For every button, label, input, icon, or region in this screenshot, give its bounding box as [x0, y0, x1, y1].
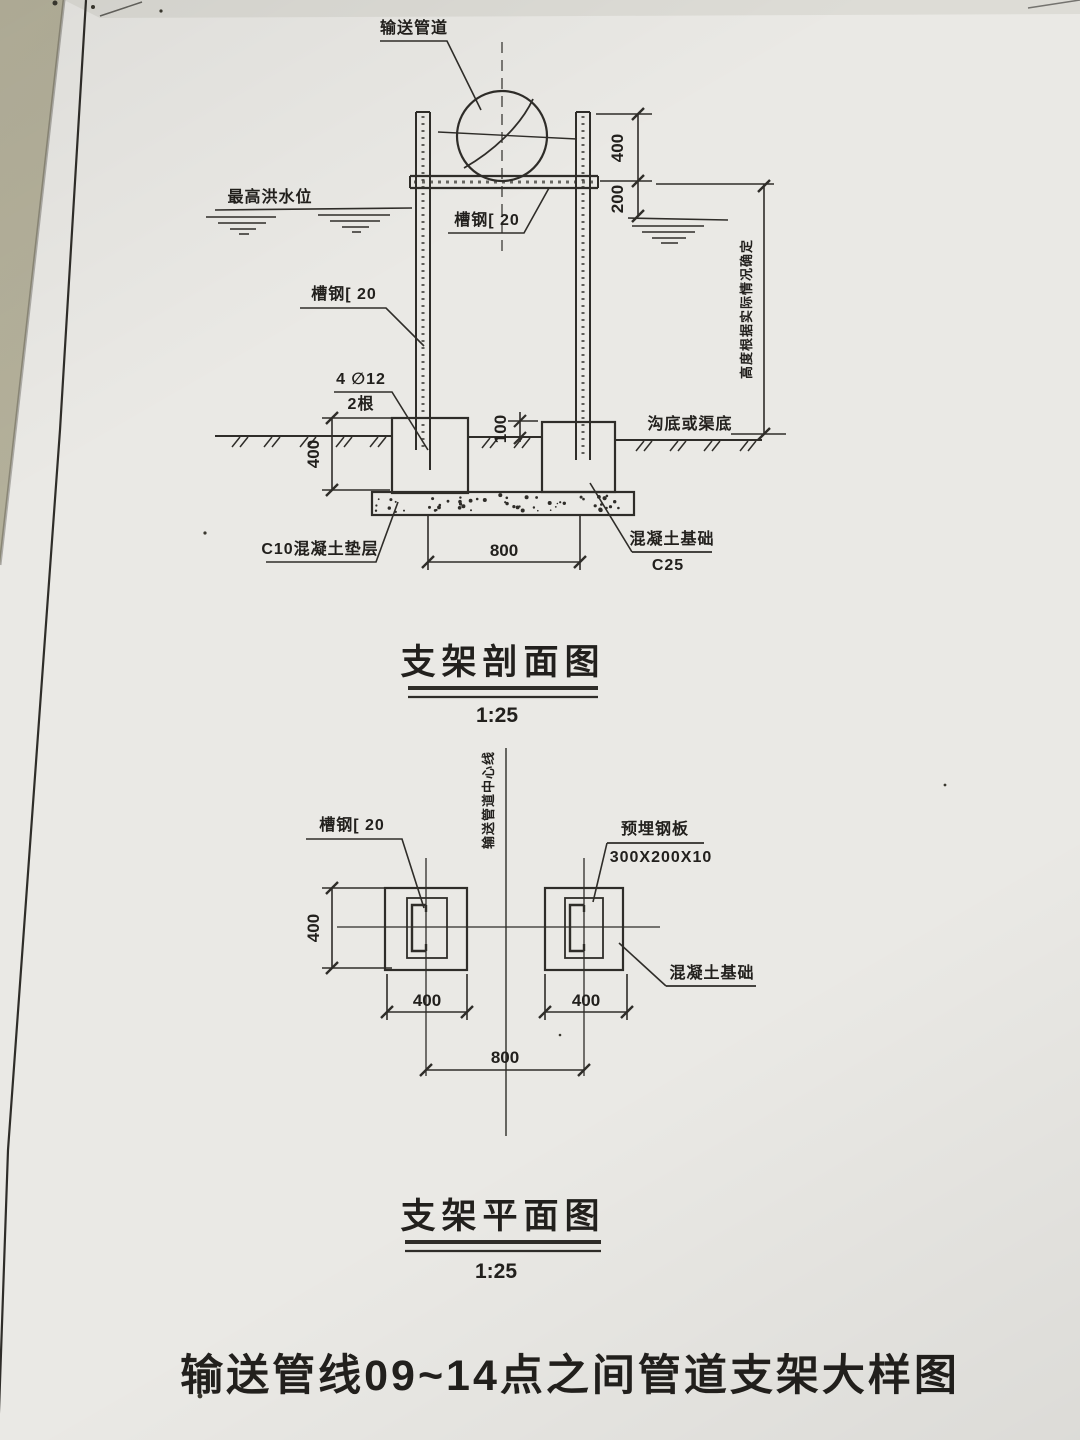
water-hatch-right	[632, 225, 704, 244]
plan-channel-text: 槽钢[ 20	[319, 815, 385, 834]
cross-beam	[409, 174, 599, 190]
plan-channel-label: 槽钢[ 20	[306, 815, 425, 909]
plan-dim-400-left	[322, 881, 392, 975]
plan-right-footing	[543, 886, 625, 972]
plan-foundation-label: 混凝土基础	[618, 942, 756, 987]
water-line-right	[627, 217, 729, 221]
plan-dim-400-bottom	[380, 974, 634, 1020]
flood-level: 最高洪水位	[206, 187, 729, 244]
right-channel-section	[568, 903, 586, 953]
beam-channel-leader	[448, 187, 550, 234]
plan-scale: 1:25	[475, 1260, 517, 1283]
sheet-border	[0, 0, 88, 1414]
rebar-count-text: 2根	[348, 394, 375, 413]
beam-channel-label: 槽钢[ 20	[448, 187, 550, 234]
foundation-text: 混凝土基础	[629, 529, 714, 548]
dim-embed-400	[322, 411, 392, 497]
dim-800-section	[421, 516, 587, 570]
cushion-label: C10混凝土垫层	[261, 501, 399, 563]
plate-label: 预埋钢板 300X200X10	[592, 819, 713, 903]
foundation-grade-label: 混凝土基础 C25	[589, 482, 714, 574]
plan-title-block: 支架平面图 1:25	[400, 1197, 605, 1283]
rebar-text: 4 ∅12	[336, 371, 386, 388]
water-hatch-left	[206, 214, 390, 235]
main-title: 输送管线09~14点之间管道支架大样图	[180, 1352, 960, 1400]
plan-foundation-text: 混凝土基础	[669, 963, 754, 982]
plan-left-footing	[383, 886, 469, 972]
plan-centerline-text: 输送管道中心线	[481, 751, 496, 849]
cushion-slab	[370, 490, 636, 517]
plan-dim-800-text: 800	[491, 1048, 519, 1067]
cushion-leader	[266, 501, 399, 563]
plan-title: 支架平面图	[400, 1197, 605, 1236]
plate-size-text: 300X200X10	[610, 849, 713, 866]
dim-400-top: 400	[608, 134, 627, 162]
plan-dim-400-left-text: 400	[304, 914, 323, 942]
plate-leader	[592, 842, 608, 903]
foundation-leader	[589, 482, 633, 553]
post-channel-label: 槽钢[ 20	[300, 284, 425, 347]
section-title-block: 支架剖面图 1:25	[400, 643, 605, 727]
flood-level-text: 最高洪水位	[227, 187, 312, 206]
soil-hatch	[231, 436, 757, 452]
dim-800-section-text: 800	[490, 541, 518, 560]
height-note-text: 高度根据实际情况确定	[739, 239, 754, 379]
plan-dim-400b-text: 400	[572, 991, 600, 1010]
trench-bottom-text: 沟底或渠底	[647, 414, 732, 433]
cushion-text: C10混凝土垫层	[261, 539, 378, 558]
pipe-leader-line	[380, 40, 482, 111]
ground-lines	[215, 435, 762, 441]
rebar-label: 4 ∅12 2根	[334, 371, 429, 451]
section-title: 支架剖面图	[400, 643, 605, 682]
post-channel-text: 槽钢[ 20	[311, 284, 377, 303]
plate-text: 预埋钢板	[621, 819, 689, 838]
dim-embed-400-text: 400	[304, 440, 323, 468]
beam-channel-text: 槽钢[ 20	[454, 210, 520, 229]
left-channel-section	[410, 903, 428, 953]
pipe-inner-arc	[463, 98, 534, 169]
plan-channel-leader	[306, 838, 425, 909]
dim-100-text: 100	[491, 415, 510, 443]
right-post	[575, 111, 591, 460]
left-post	[415, 111, 431, 470]
rebar-leader	[334, 391, 429, 451]
dim-100	[508, 412, 538, 445]
plan-foundation-leader	[618, 942, 667, 987]
plan-view: 输送管道中心线 槽钢[ 20 预埋钢板 300X200X10	[304, 748, 756, 1283]
pipe-label-text: 输送管道	[380, 18, 448, 37]
pipe-label: 输送管道	[380, 18, 482, 111]
plan-dim-400a-text: 400	[413, 991, 441, 1010]
height-dimension	[656, 179, 786, 441]
water-line-left	[214, 207, 413, 211]
foundation-grade-text: C25	[652, 557, 684, 574]
plan-dim-800	[419, 1063, 591, 1077]
dim-200: 200	[608, 185, 627, 213]
paper-specks	[52, 0, 947, 1399]
post-channel-leader	[300, 307, 425, 347]
section-view: 输送管道 最高洪水位 槽钢[ 20 槽钢[ 20	[206, 18, 786, 727]
section-scale: 1:25	[476, 704, 518, 727]
dim-chain-right	[596, 107, 652, 223]
